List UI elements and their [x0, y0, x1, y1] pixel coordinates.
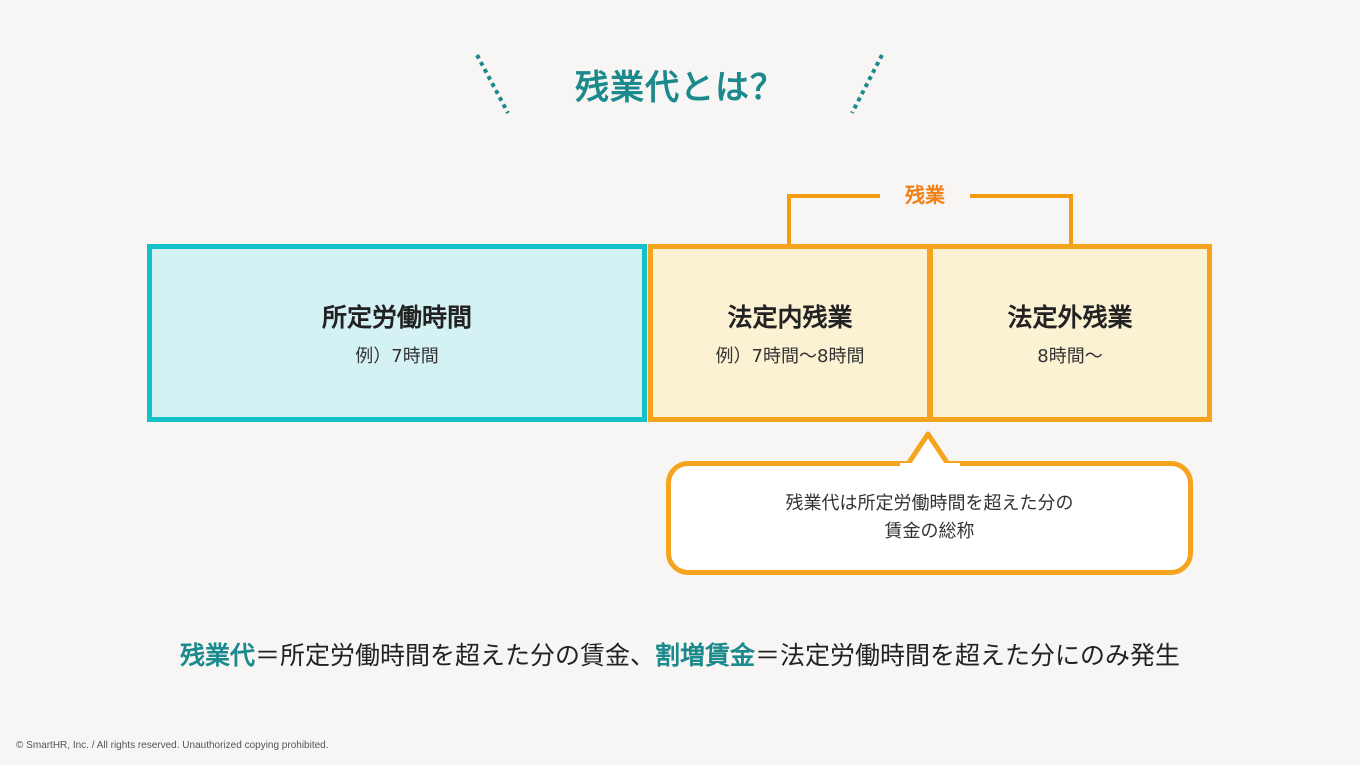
summary-text-1: ＝所定労働時間を超えた分の賃金、 — [254, 641, 655, 670]
inner-overtime-title: 法定内残業 — [727, 303, 853, 332]
outer-overtime-title: 法定外残業 — [1007, 303, 1133, 332]
regular-hours-example: 例）7時間 — [355, 346, 439, 367]
summary-term-premium-wage: 割増賃金 — [655, 641, 756, 670]
outer-overtime-example: 8時間〜 — [1037, 346, 1103, 367]
page-title: 残業代とは？ — [575, 68, 785, 108]
copyright-footer: © SmartHR, Inc. / All rights reserved. U… — [16, 740, 329, 751]
definition-callout: 残業代は所定労働時間を超えた分の 賃金の総称 — [666, 461, 1193, 575]
overtime-bracket-label: 残業 — [880, 180, 970, 210]
statutory-outer-overtime-box: 法定外残業 8時間〜 — [928, 244, 1212, 422]
summary-term-overtime-pay: 残業代 — [179, 641, 255, 670]
callout-pointer — [900, 431, 960, 470]
callout-line-1: 残業代は所定労働時間を超えた分の — [785, 493, 1074, 514]
summary-text-2: ＝法定労働時間を超えた分にのみ発生 — [755, 641, 1181, 670]
left-accent-line — [475, 54, 510, 114]
right-accent-line — [850, 54, 884, 114]
inner-overtime-example: 例）7時間〜8時間 — [715, 346, 865, 367]
title-accent-lines — [475, 54, 884, 114]
summary-statement: 残業代＝所定労働時間を超えた分の賃金、割増賃金＝法定労働時間を超えた分にのみ発生 — [0, 636, 1360, 672]
regular-hours-box: 所定労働時間 例）7時間 — [147, 244, 647, 422]
regular-hours-title: 所定労働時間 — [321, 303, 472, 332]
callout-line-2: 賃金の総称 — [884, 521, 975, 542]
statutory-inner-overtime-box: 法定内残業 例）7時間〜8時間 — [648, 244, 932, 422]
